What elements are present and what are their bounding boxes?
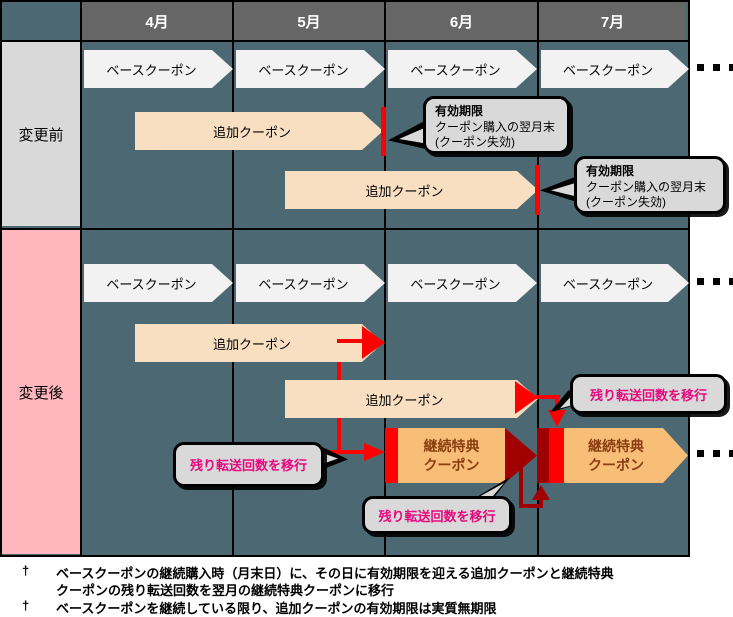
- base-coupon-arrow: ベースクーポン: [84, 50, 233, 88]
- transfer-callout: 残り転送回数を移行: [173, 442, 324, 487]
- benefit-transfer-connector: [539, 498, 543, 508]
- benefit-coupon-label-line1: 継続特典: [588, 437, 644, 454]
- benefit-coupon-label-line2: クーポン: [423, 456, 480, 473]
- grid-line-vertical: [537, 0, 539, 556]
- expiry-callout: 有効期限 クーポン購入の翌月末 (クーポン失効): [574, 156, 726, 214]
- grid-line-vertical: [232, 0, 234, 556]
- month-header-april: 4月: [82, 2, 232, 40]
- transfer-flow-connector: [337, 339, 365, 343]
- benefit-coupon-start-bar: [549, 428, 564, 483]
- base-coupon-arrow: ベースクーポン: [236, 50, 385, 88]
- expiry-callout: 有効期限 クーポン購入の翌月末 (クーポン失効): [423, 96, 570, 154]
- grid-line-vertical: [384, 0, 386, 556]
- benefit-coupon-arrow: 継続特典 クーポン: [398, 428, 505, 483]
- transfer-callout: 残り転送回数を移行: [362, 496, 512, 534]
- row-label-after-change: 変更後: [2, 230, 80, 554]
- transfer-flow-connector: [555, 395, 559, 411]
- expiry-callout-title: 有効期限: [435, 104, 484, 118]
- benefit-coupon-label-line2: クーポン: [588, 456, 644, 473]
- expiry-callout-line2: (クーポン失効): [435, 135, 515, 150]
- expiry-callout-line1: クーポン購入の翌月末: [435, 119, 556, 134]
- base-coupon-arrow: ベースクーポン: [388, 50, 537, 88]
- benefit-coupon-start-bar: [385, 428, 398, 483]
- expiry-callout-line1: クーポン購入の翌月末: [586, 179, 707, 194]
- transfer-callout: 残り転送回数を移行: [570, 374, 727, 414]
- footnote-marker: †: [22, 563, 30, 578]
- addon-coupon-arrow: 追加クーポン: [135, 112, 383, 150]
- base-coupon-arrow: ベースクーポン: [236, 264, 385, 302]
- benefit-coupon-carry-bar: [537, 428, 549, 483]
- addon-coupon-arrow: 追加クーポン: [285, 171, 538, 209]
- expiry-callout-title: 有効期限: [586, 164, 635, 178]
- footnote-marker: †: [22, 598, 30, 613]
- grid-line-vertical: [80, 0, 82, 556]
- transfer-flow-connector: [327, 450, 367, 454]
- expiry-callout-line2: (クーポン失効): [586, 195, 666, 210]
- base-coupon-arrow: ベースクーポン: [541, 264, 689, 302]
- benefit-coupon-arrow: 継続特典 クーポン: [564, 428, 688, 483]
- grid-line-horizontal: [0, 40, 690, 42]
- expiry-marker-bar: [381, 107, 386, 156]
- month-header-may: 5月: [234, 2, 384, 40]
- addon-coupon-arrow: 追加クーポン: [135, 324, 383, 362]
- benefit-transfer-connector: [519, 468, 523, 508]
- grid-line-horizontal: [0, 228, 690, 230]
- transfer-flow-connector: [536, 395, 560, 399]
- base-coupon-arrow: ベースクーポン: [541, 50, 689, 88]
- row-label-before-change: 変更前: [2, 42, 80, 226]
- month-header-june: 6月: [386, 2, 537, 40]
- expiry-marker-bar: [535, 165, 540, 215]
- benefit-transfer-connector: [519, 504, 543, 508]
- ellipsis-dots-icon: [697, 450, 733, 457]
- benefit-coupon-label-line1: 継続特典: [423, 437, 480, 454]
- month-header-july: 7月: [539, 2, 686, 40]
- footnote-text: ベースクーポンの継続購入時（月末日）に、その日に有効期限を迎える追加クーポンと継…: [56, 566, 614, 581]
- base-coupon-arrow: ベースクーポン: [84, 264, 233, 302]
- ellipsis-dots-icon: [697, 64, 733, 71]
- addon-coupon-arrow: 追加クーポン: [285, 380, 538, 418]
- footnote-text: クーポンの残り転送回数を翌月の継続特典クーポンに移行: [56, 583, 395, 598]
- ellipsis-dots-icon: [697, 278, 733, 285]
- footnote-text: ベースクーポンを継続している限り、追加クーポンの有効期限は実質無期限: [56, 601, 497, 616]
- base-coupon-arrow: ベースクーポン: [388, 264, 537, 302]
